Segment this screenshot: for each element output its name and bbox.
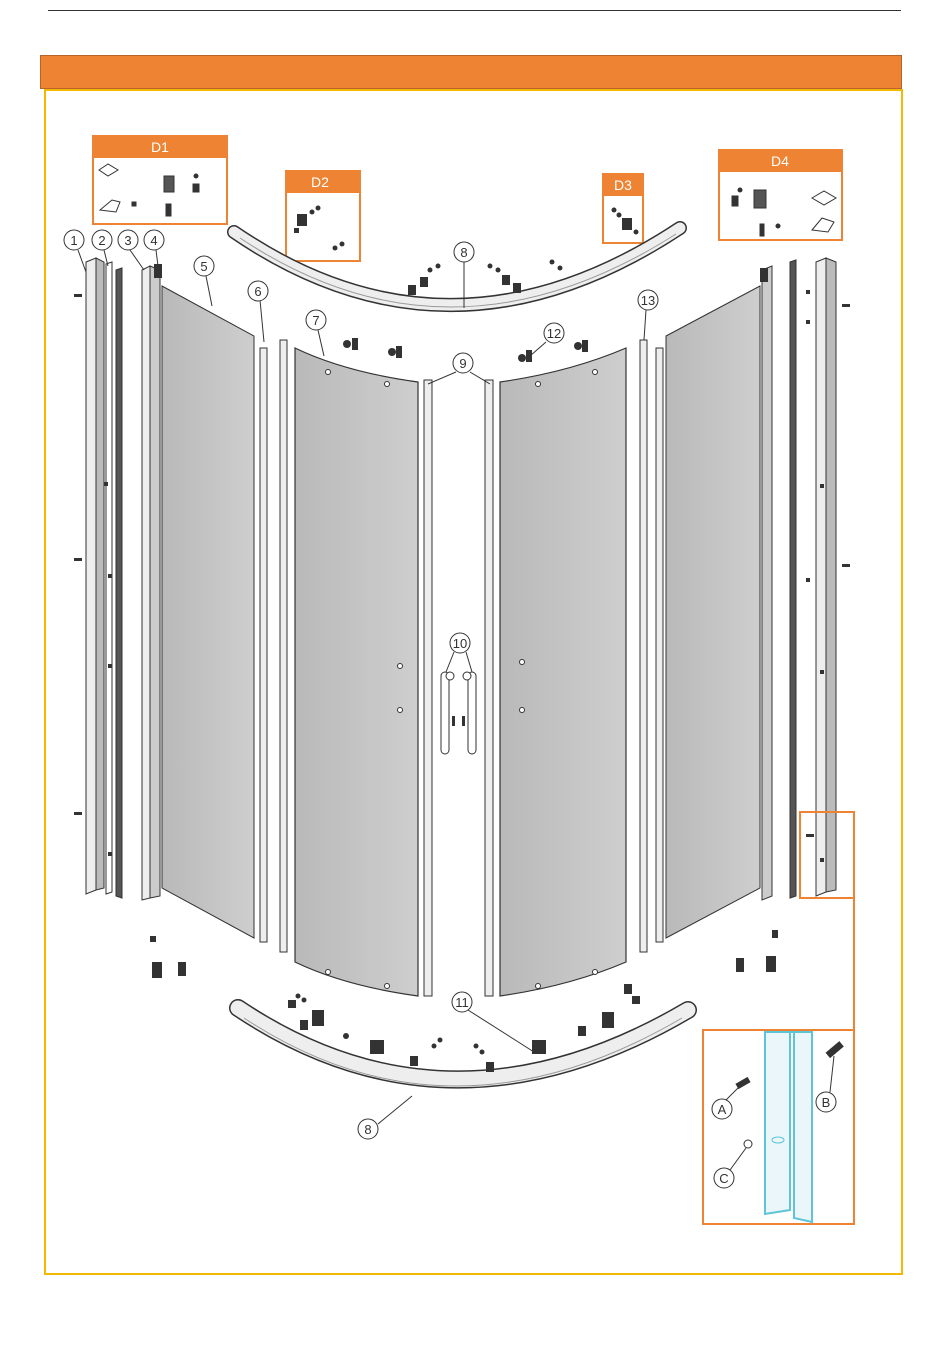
- left-sliding-door: [295, 348, 418, 996]
- svg-text:5: 5: [200, 259, 207, 274]
- callout-3: 3: [118, 230, 144, 270]
- svg-text:6: 6: [254, 284, 261, 299]
- svg-text:9: 9: [459, 356, 466, 371]
- svg-text:12: 12: [547, 326, 561, 341]
- right-fixed-profile: [760, 266, 772, 900]
- left-seal-profile: [260, 340, 287, 952]
- svg-text:2: 2: [98, 233, 105, 248]
- callout-7: 7: [306, 310, 326, 356]
- svg-text:1: 1: [70, 233, 77, 248]
- detail-box-d2: D2: [286, 171, 360, 261]
- callout-11: 11: [452, 992, 534, 1052]
- right-fixed-glass: [666, 286, 760, 938]
- callout-13: 13: [638, 290, 658, 340]
- left-fixed-profile: [142, 264, 162, 900]
- detail-box-d3-label: D3: [614, 177, 632, 193]
- inset-detail: [703, 1030, 854, 1224]
- magnetic-profile-right: [485, 380, 493, 996]
- svg-text:8: 8: [364, 1122, 371, 1137]
- detail-box-d1-label: D1: [151, 139, 169, 155]
- wall-profile-right: [790, 258, 836, 898]
- callout-10: 10: [446, 633, 472, 672]
- detail-box-d3: D3: [603, 174, 643, 243]
- wall-profile-left: [86, 258, 122, 898]
- svg-text:10: 10: [453, 636, 467, 651]
- svg-text:7: 7: [312, 313, 319, 328]
- callout-6: 6: [248, 281, 268, 342]
- right-sliding-door: [500, 348, 626, 996]
- callout-12: 12: [530, 323, 564, 356]
- svg-text:A: A: [718, 1102, 727, 1117]
- detail-box-d2-label: D2: [311, 174, 329, 190]
- detail-box-d4: D4: [719, 150, 842, 240]
- svg-text:13: 13: [641, 293, 655, 308]
- callout-9: 9: [428, 353, 490, 384]
- left-fixed-glass: [162, 286, 254, 938]
- svg-text:C: C: [719, 1171, 728, 1186]
- callout-5: 5: [194, 256, 214, 306]
- door-handles: [441, 672, 476, 754]
- callout-4: 4: [144, 230, 164, 266]
- svg-text:8: 8: [460, 245, 467, 260]
- svg-text:3: 3: [124, 233, 131, 248]
- svg-text:11: 11: [455, 995, 469, 1010]
- magnetic-profile-left: [424, 380, 432, 996]
- callout-1: 1: [64, 230, 86, 272]
- right-seal-profile: [640, 340, 663, 952]
- callout-8-bottom: 8: [358, 1096, 412, 1139]
- svg-text:4: 4: [150, 233, 157, 248]
- detail-box-d4-label: D4: [771, 153, 789, 169]
- bottom-curved-rail: [238, 1008, 688, 1086]
- svg-text:B: B: [822, 1095, 831, 1110]
- detail-box-d1: D1: [93, 136, 227, 224]
